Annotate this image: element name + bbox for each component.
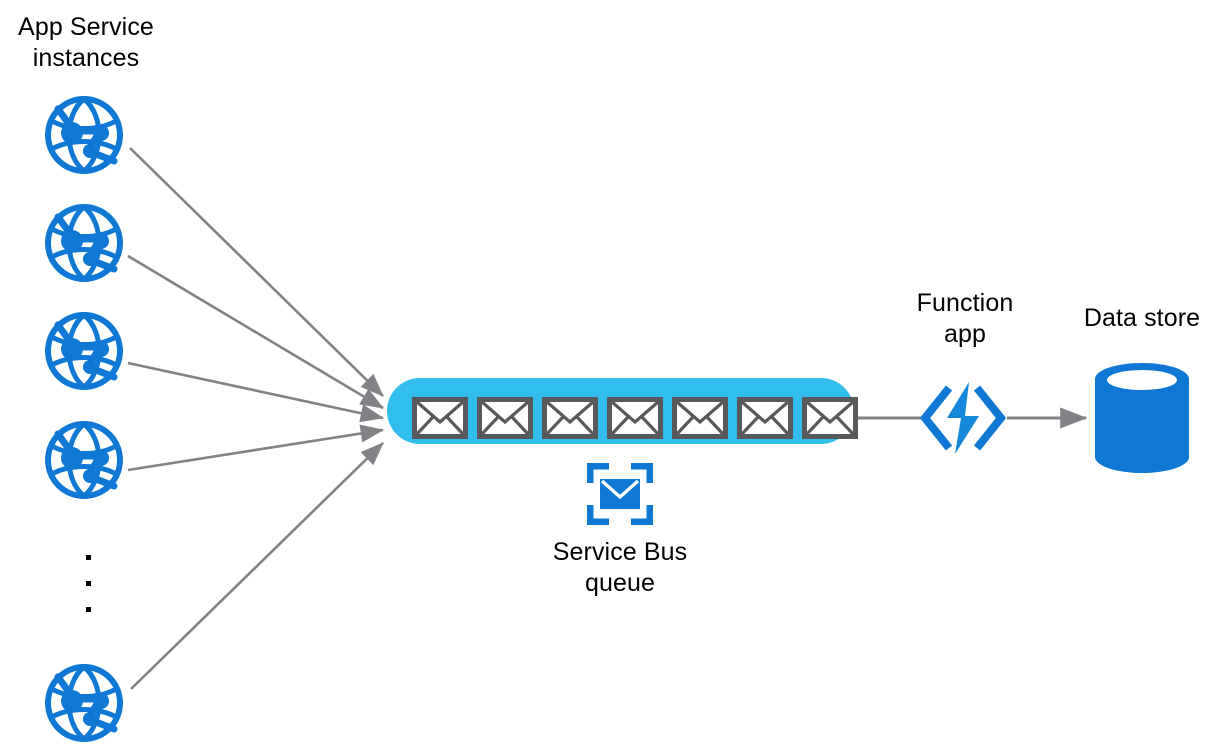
app-service-globe-icon[interactable] xyxy=(48,207,120,279)
connector-instance-3-to-queue xyxy=(127,361,385,423)
envelope-icon xyxy=(480,400,531,437)
envelope-icon xyxy=(805,400,856,437)
azure-function-icon[interactable] xyxy=(925,382,1001,454)
connector-instance-4-to-queue xyxy=(127,424,385,472)
app-service-globe-icon[interactable] xyxy=(48,315,120,387)
service-bus-queue-icon[interactable] xyxy=(590,466,650,522)
envelope-icon xyxy=(740,400,791,437)
label-service-bus-queue: Service Bus queue xyxy=(552,538,688,597)
service-bus-queue-bar[interactable] xyxy=(387,378,856,444)
instances-ellipsis xyxy=(86,555,91,612)
envelope-icon xyxy=(675,400,726,437)
envelope-icon xyxy=(610,400,661,437)
connector-instance-1-to-queue xyxy=(129,147,384,397)
envelope-icon xyxy=(545,400,596,437)
connector-instance-n-to-queue xyxy=(130,442,384,690)
connector-instance-2-to-queue xyxy=(127,254,384,410)
app-service-instances-group xyxy=(48,99,120,739)
label-data-store: Data store xyxy=(1083,304,1201,332)
database-cylinder-icon[interactable] xyxy=(1095,363,1189,473)
app-service-globe-icon[interactable] xyxy=(48,667,120,739)
app-service-globe-icon[interactable] xyxy=(48,99,120,171)
envelope-icon xyxy=(415,400,466,437)
connectors xyxy=(127,147,1088,690)
label-app-service-instances: App Service instances xyxy=(18,13,154,72)
app-service-globe-icon[interactable] xyxy=(48,424,120,496)
label-function-app: Function app xyxy=(916,289,1014,348)
